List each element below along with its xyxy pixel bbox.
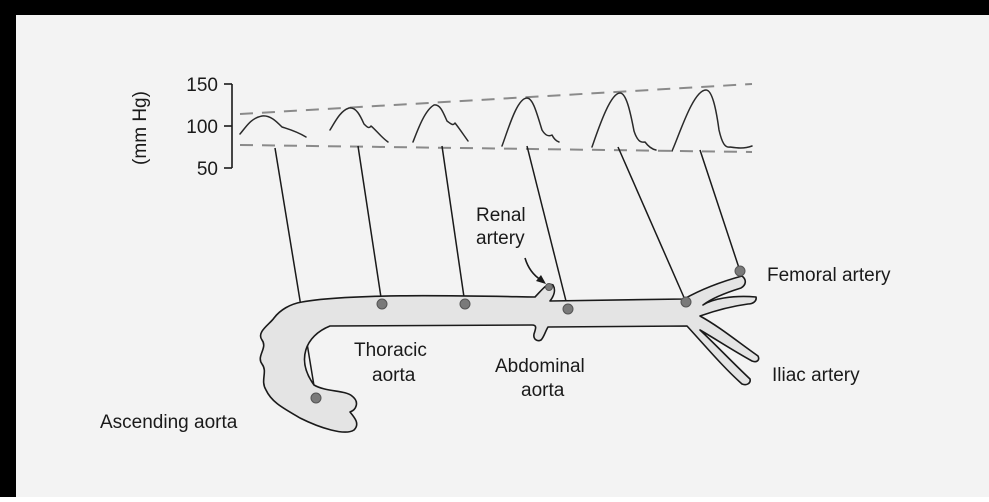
tick-label-50: 50 xyxy=(197,159,218,180)
point-renal-artery xyxy=(546,284,553,291)
label-thoracic-line1: Thoracic xyxy=(354,340,427,361)
point-ascending-aorta xyxy=(311,393,321,403)
axis-unit-label: (mm Hg) xyxy=(130,91,151,165)
label-renal-line2: artery xyxy=(476,228,525,249)
point-thoracic-aorta xyxy=(377,299,387,309)
point-iliac-junction xyxy=(681,297,691,307)
point-femoral-artery xyxy=(735,266,745,276)
tick-label-100: 100 xyxy=(186,117,218,138)
tick-label-150: 150 xyxy=(186,75,218,96)
point-aorta-mid xyxy=(460,299,470,309)
label-ascending-aorta: Ascending aorta xyxy=(100,412,238,433)
label-iliac-artery: Iliac artery xyxy=(772,365,860,386)
label-abdominal-line2: aorta xyxy=(521,380,565,401)
label-thoracic-line2: aorta xyxy=(372,365,416,386)
label-renal-line1: Renal xyxy=(476,205,526,226)
label-abdominal-line1: Abdominal xyxy=(495,356,585,377)
label-femoral-artery: Femoral artery xyxy=(767,265,891,286)
point-abdominal-aorta xyxy=(563,304,573,314)
